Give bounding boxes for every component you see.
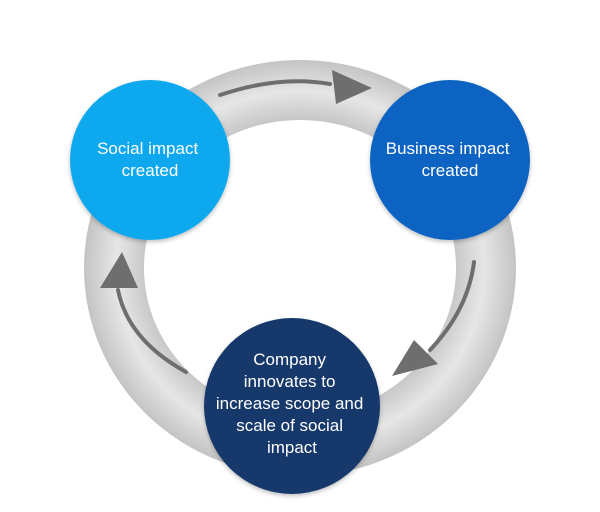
node-company-innovates-line-2: innovates to <box>244 372 336 391</box>
node-company-innovates-circle <box>204 318 380 494</box>
node-social-impact-line-1: Social impact <box>97 139 198 158</box>
svg-text:Social impact created: Social impact created <box>97 139 203 180</box>
node-social-impact-circle <box>70 80 230 240</box>
cycle-arrowheads <box>100 70 438 376</box>
svg-text:Company innovates to: Company innovates to increase scope and … <box>216 350 368 457</box>
svg-text:Business impact created: Business impact created <box>386 139 515 180</box>
node-business-impact-line-1: Business impact <box>386 139 510 158</box>
node-company-innovates-line-4: scale of social <box>236 416 343 435</box>
node-company-innovates-line-1: Company <box>253 350 326 369</box>
arrow-business-to-company-head <box>392 340 438 376</box>
node-company-innovates: Company innovates to increase scope and … <box>204 318 380 494</box>
node-business-impact-line-2: created <box>422 161 479 180</box>
arrow-social-to-business-shaft <box>218 79 332 97</box>
cycle-arrows <box>116 79 476 374</box>
node-company-innovates-line-3: increase scope and <box>216 394 363 413</box>
node-social-impact: Social impact created <box>70 80 230 240</box>
arrow-social-to-business-head <box>332 70 372 104</box>
arrow-company-to-social-shaft <box>116 288 188 374</box>
node-business-impact-circle <box>370 80 530 240</box>
arrow-business-to-company-shaft <box>428 260 476 352</box>
node-company-innovates-line-5: impact <box>267 438 317 457</box>
node-business-impact: Business impact created <box>370 80 530 240</box>
node-social-impact-line-2: created <box>122 161 179 180</box>
arrow-company-to-social-head <box>100 252 138 288</box>
